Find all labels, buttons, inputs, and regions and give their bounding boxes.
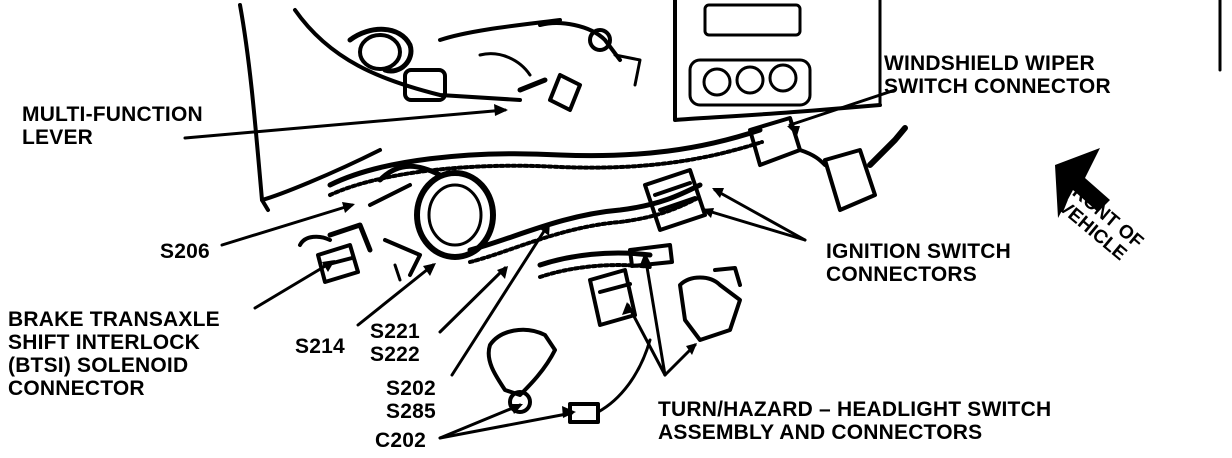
turn-hazard-switch-shapes (588, 243, 742, 342)
wiper-connector-shapes (748, 116, 908, 212)
steering-column (368, 163, 496, 282)
leader-arrowheads (322, 104, 800, 418)
label-s202-s285: S202 S285 (386, 377, 436, 423)
label-s221-s222: S221 S222 (370, 320, 420, 366)
label-s214: S214 (295, 335, 345, 358)
label-c202: C202 (375, 429, 427, 452)
front-of-vehicle-arrow (1055, 148, 1110, 218)
ignition-switch-connector-shapes (643, 168, 707, 232)
label-s206: S206 (160, 240, 210, 263)
c202-connector-shapes (486, 327, 652, 424)
label-turn-hazard-headlight-switch: TURN/HAZARD – HEADLIGHT SWITCH ASSEMBLY … (658, 398, 1052, 444)
leader-lines (183, 88, 897, 440)
label-multi-function-lever: MULTI-FUNCTION LEVER (22, 103, 203, 149)
label-btsi-solenoid-connector: BRAKE TRANSAXLE SHIFT INTERLOCK (BTSI) S… (8, 308, 220, 400)
wiring-harness (327, 127, 764, 279)
dashboard-outline (238, 0, 1222, 212)
label-ignition-switch-connectors: IGNITION SWITCH CONNECTORS (826, 240, 1011, 286)
label-windshield-wiper-switch-connector: WINDSHIELD WIPER SWITCH CONNECTOR (884, 52, 1111, 98)
